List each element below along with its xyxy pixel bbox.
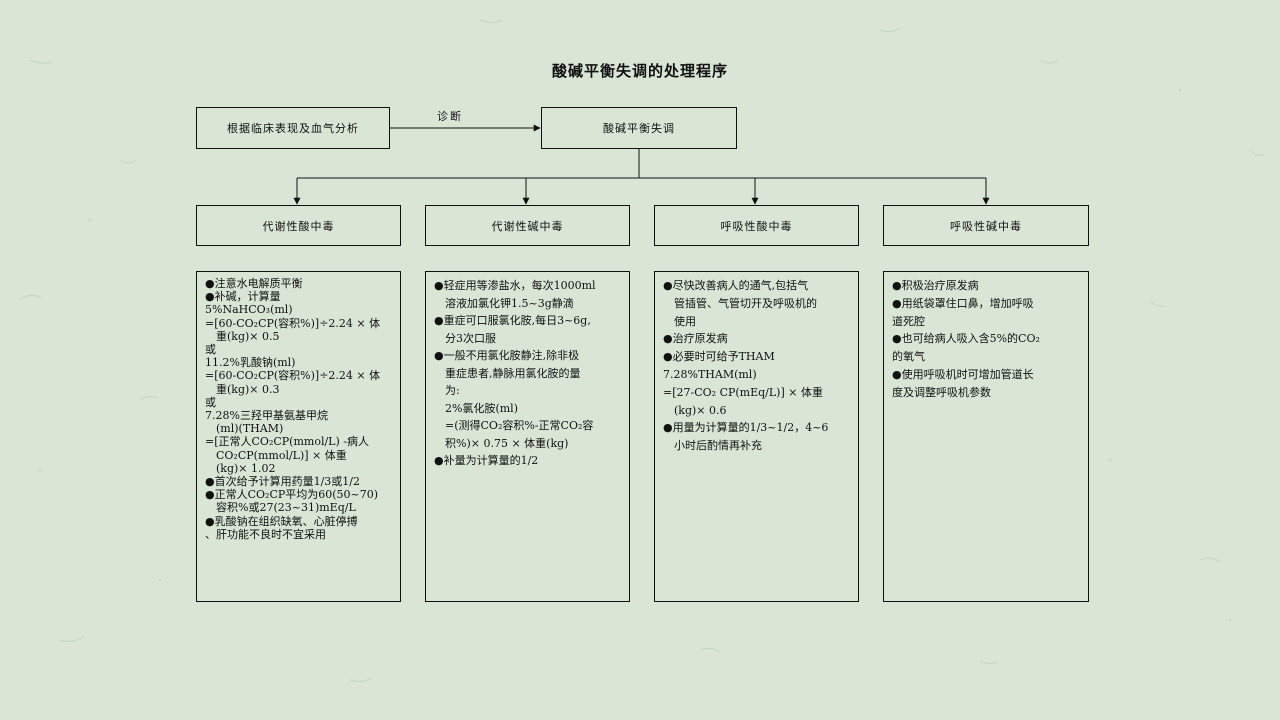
panel-line: 小时后酌情再补充 — [674, 439, 762, 453]
panel-line: 为: — [445, 384, 460, 397]
category-label: 呼吸性碱中毒 — [950, 219, 1022, 233]
panel-line: CO₂CP(mmol/L)] × 体重 — [216, 448, 347, 462]
panel-line: 溶液加氯化钾1.5~3g静滴 — [445, 296, 574, 310]
panel-line: 重(kg)× 0.5 — [216, 329, 280, 343]
panel-line: ●必要时可给予THAM — [663, 350, 775, 364]
panel-line: 或 — [205, 395, 216, 409]
panel-line: 道死腔 — [892, 314, 925, 328]
panel-line: 5%NaHCO₃(ml) — [205, 303, 293, 317]
panel-line: 11.2%乳酸钠(ml) — [205, 356, 296, 370]
panel-line: =[60-CO₂CP(容积%)]÷2.24 × 体 — [205, 316, 381, 330]
panel-line: (kg)× 1.02 — [216, 461, 276, 475]
target-box-label: 酸碱平衡失调 — [603, 122, 675, 135]
panel-line: 7.28%三羟甲基氨基甲烷 — [205, 409, 328, 423]
category-label: 代谢性碱中毒 — [491, 219, 564, 233]
panel-line: =(测得CO₂容积%-正常CO₂容 — [445, 419, 594, 432]
panel-line: 容积%或27(23~31)mEq/L — [216, 501, 356, 515]
panel-line: ●使用呼吸机时可增加管道长 — [892, 367, 1034, 381]
target-box: 酸碱平衡失调 — [541, 107, 737, 149]
panel-line: 度及调整呼吸机参数 — [892, 385, 991, 399]
panel-line: =[正常人CO₂CP(mmol/L) -病人 — [205, 435, 369, 449]
panel-line: 分3次口服 — [445, 331, 496, 345]
panel-line: (kg)× 0.6 — [674, 403, 727, 417]
panel-line: =[60-CO₂CP(容积%)]÷2.24 × 体 — [205, 369, 381, 383]
panel-line: ●注意水电解质平衡 — [205, 277, 303, 290]
panel-metabolic-alkalosis: ●轻症用等渗盐水，每次1000ml 溶液加氯化钾1.5~3g静滴 ●重症可口服氯… — [425, 271, 630, 602]
panel-line: ●补量为计算量的1/2 — [434, 454, 539, 467]
diagnosis-label: 诊断 — [437, 110, 463, 123]
panel-line: ●轻症用等渗盐水，每次1000ml — [434, 279, 596, 292]
panel-line: ●重症可口服氯化胺,每日3~6g, — [434, 314, 591, 327]
panel-line: 使用 — [674, 314, 696, 328]
panel-line: ●积极治疗原发病 — [892, 279, 979, 292]
panel-line: 7.28%THAM(ml) — [663, 367, 757, 381]
category-metabolic-acidosis: 代谢性酸中毒 — [196, 205, 401, 246]
panel-line: 2%氯化胺(ml) — [445, 401, 518, 415]
panel-line: 、肝功能不良时不宜采用 — [205, 527, 326, 541]
category-respiratory-acidosis: 呼吸性酸中毒 — [654, 205, 859, 246]
page-title: 酸碱平衡失调的处理程序 — [551, 62, 728, 80]
panel-line: 重症患者,静脉用氯化胺的量 — [445, 366, 581, 380]
panel-line: ●首次给予计算用药量1/3或1/2 — [205, 475, 361, 489]
category-respiratory-alkalosis: 呼吸性碱中毒 — [883, 205, 1089, 246]
panel-line: ●乳酸钠在组织缺氧、心脏停搏 — [205, 514, 358, 528]
panel-line: 的氧气 — [892, 350, 925, 364]
panel-line: 积%)× 0.75 × 体重(kg) — [445, 436, 569, 450]
panel-line: =[27-CO₂ CP(mEq/L)] × 体重 — [663, 385, 823, 399]
panel-line: ●正常人CO₂CP平均为60(50~70) — [205, 488, 379, 502]
panel-line: ●用纸袋罩住口鼻，增加呼吸 — [892, 296, 1034, 310]
panel-line: ●补碱，计算量 — [205, 290, 281, 304]
panel-line: 或 — [205, 343, 216, 357]
panel-line: ●尽快改善病人的通气,包括气 — [663, 279, 809, 292]
panel-line: ●也可给病人吸入含5%的CO₂ — [892, 332, 1040, 346]
panel-line: ●治疗原发病 — [663, 332, 728, 346]
panel-line: ●用量为计算量的1/3~1/2，4~6 — [663, 421, 829, 435]
category-label: 呼吸性酸中毒 — [720, 219, 793, 233]
panel-respiratory-acidosis: ●尽快改善病人的通气,包括气 管插管、气管切开及呼吸机的 使用 ●治疗原发病 ●… — [654, 271, 859, 602]
category-label: 代谢性酸中毒 — [262, 219, 335, 233]
panel-metabolic-acidosis: ●注意水电解质平衡 ●补碱，计算量 5%NaHCO₃(ml) =[60-CO₂C… — [196, 271, 401, 602]
panel-respiratory-alkalosis: ●积极治疗原发病 ●用纸袋罩住口鼻，增加呼吸 道死腔 ●也可给病人吸入含5%的C… — [883, 271, 1089, 602]
source-box: 根据临床表现及血气分析 — [196, 107, 390, 149]
category-metabolic-alkalosis: 代谢性碱中毒 — [425, 205, 630, 246]
panel-line: 管插管、气管切开及呼吸机的 — [674, 296, 817, 310]
panel-line: (ml)(THAM) — [216, 422, 284, 436]
source-box-label: 根据临床表现及血气分析 — [227, 122, 359, 135]
panel-line: 重(kg)× 0.3 — [216, 382, 280, 396]
panel-line: ●一般不用氯化胺静注,除非极 — [434, 349, 580, 362]
